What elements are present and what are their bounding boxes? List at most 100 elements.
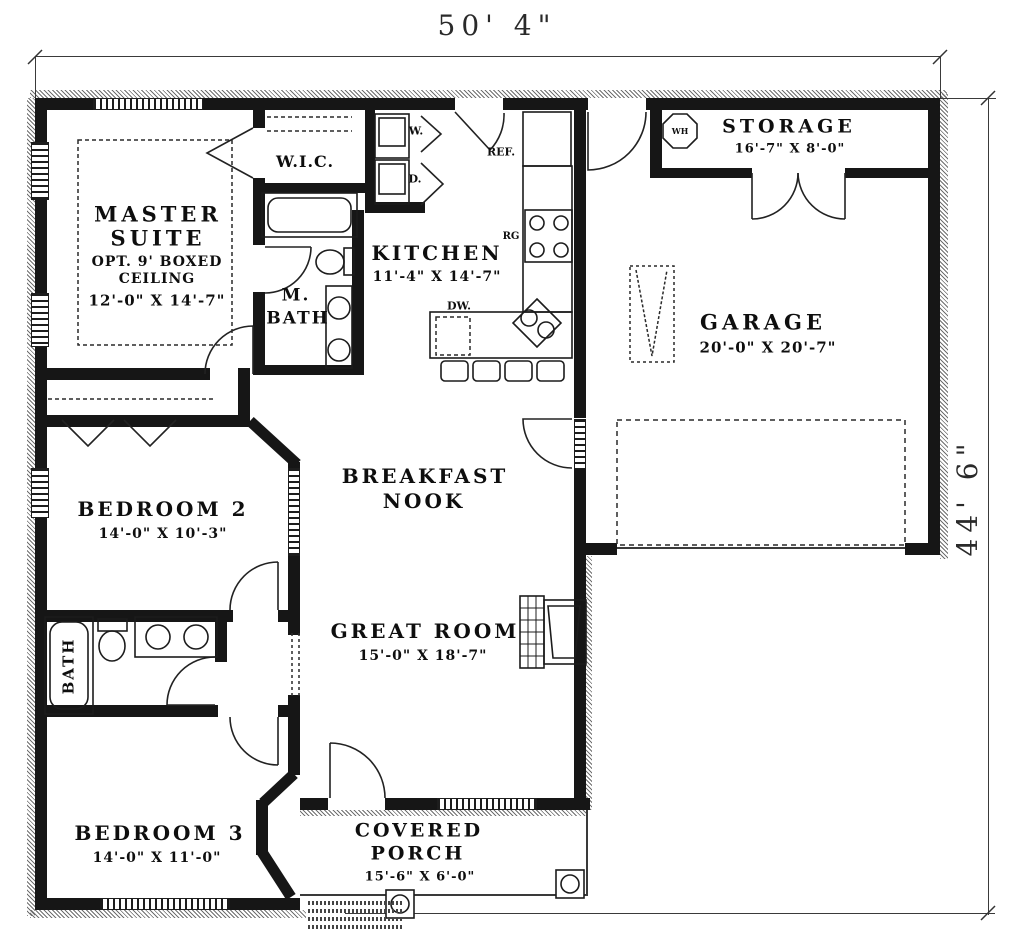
ext-line-right-bottom: [345, 913, 995, 914]
bedroom3-label: BEDROOM 3: [74, 821, 246, 845]
dryer-label: D.: [408, 172, 422, 186]
washer-label: W.: [408, 124, 424, 138]
refrigerator-label: REF.: [486, 145, 516, 159]
breakfast-nook-label-1: BREAKFAST: [341, 464, 509, 488]
burner-4: [553, 242, 569, 258]
window-bedroom2-left: [31, 468, 49, 518]
overall-width-dimension: 50' 4": [437, 9, 557, 42]
wall-house-garage-lower: [574, 468, 586, 810]
porch-column-2-shaft: [560, 874, 580, 894]
ext-line-top-right: [940, 56, 941, 98]
wall-storage-south-w: [650, 168, 752, 178]
ext-line-right-top: [940, 98, 996, 99]
hallbath-vanity: [134, 616, 218, 658]
wall-house-garage-upper: [574, 110, 586, 418]
window-master-left-2: [31, 293, 49, 347]
master-bath-label-1: M.: [281, 285, 311, 306]
dimension-ticks: [27, 49, 996, 921]
water-heater-label: WH: [671, 126, 689, 136]
storage-dims: 16'-7" X 8'-0": [734, 141, 846, 157]
wall-greatroom-south-b: [385, 798, 437, 810]
wall-bedroom3-east-lower: [256, 800, 268, 855]
garage-door-line: [617, 547, 905, 549]
hatch-top: [30, 90, 947, 98]
bar-stool-2: [472, 360, 501, 382]
wall-storage-west: [650, 110, 662, 178]
door-storage-left: [751, 172, 799, 220]
dishwasher-outline: [435, 316, 471, 356]
master-bath-label-2: BATH: [266, 308, 330, 329]
fireplace-firebox: [547, 605, 581, 659]
hatch-greatroom-south: [300, 810, 588, 816]
door-bedroom2: [229, 561, 279, 611]
bedroom3-dims: 14'-0" X 11'-0": [92, 850, 222, 866]
kitchen-dims: 11'-4" X 14'-7": [372, 269, 502, 285]
window-greatroom-south: [437, 798, 537, 810]
burner-3: [529, 242, 545, 258]
wall-bedroom3-diagonal-lower: [257, 849, 296, 900]
kitchen-label: KITCHEN: [371, 241, 503, 265]
wall-garage-east: [928, 98, 940, 555]
sink-basin-2: [537, 321, 555, 339]
great-room-dims: 15'-0" X 18'-7": [358, 648, 488, 664]
master-suite-note-2: CEILING: [118, 271, 196, 287]
hallbath-toilet-tank: [97, 618, 128, 632]
door-storage-right: [797, 172, 846, 220]
range: [524, 209, 573, 263]
kitchen-counter-east: [522, 165, 573, 313]
window-nook-west: [288, 468, 300, 556]
hatch-bottom-west: [30, 910, 306, 918]
wall-top-east: [646, 98, 940, 110]
burner-1: [529, 215, 545, 231]
wall-nook-diagonal: [246, 416, 301, 469]
wall-storage-south-e: [845, 168, 940, 178]
door-master-entry: [204, 325, 254, 375]
dryer-inner: [378, 163, 406, 195]
range-label: RG: [502, 231, 520, 242]
master-suite-dims: 12'-0" X 14'-7": [88, 291, 226, 310]
mbath-tub-inner: [267, 197, 352, 233]
porch-edge-south: [300, 894, 588, 896]
wall-wic-south: [253, 183, 365, 193]
door-washer-bifold: [420, 115, 443, 153]
wall-wic-laundry: [365, 110, 375, 213]
wall-mbath-east: [352, 210, 364, 375]
washer-inner: [378, 117, 406, 147]
refrigerator: [522, 111, 572, 167]
hallbath-tub-inner: [49, 621, 89, 710]
closet-bifold-right: [123, 419, 177, 448]
wall-bath-east: [215, 622, 227, 662]
door-garage-rear: [587, 111, 647, 171]
hatch-garage-east: [940, 94, 948, 559]
wall-bath-south-e: [278, 705, 300, 717]
attic-access-box: [629, 265, 675, 363]
wall-bedroom2-south-w: [35, 610, 233, 622]
sink-basin-1: [520, 309, 538, 327]
garage-door-header: [616, 419, 906, 546]
attic-access-v: [635, 269, 668, 357]
mbath-sink-2: [327, 338, 351, 362]
burner-2: [553, 215, 569, 231]
corner-sink: [511, 297, 563, 349]
fireplace-box: [543, 599, 587, 665]
dryer: [374, 159, 410, 205]
closet-bifold-left: [61, 419, 115, 448]
hallbath-sink-1: [145, 624, 171, 650]
overall-depth-dimension: 44' 6": [951, 437, 984, 557]
wall-closet-east: [238, 368, 250, 427]
hall-bath-label: BATH: [59, 637, 78, 695]
diagonal-walls: [246, 416, 301, 900]
master-suite-note-1: OPT. 9' BOXED: [91, 254, 223, 270]
hallbath-toilet-bowl: [98, 630, 126, 662]
garage-dims: 20'-0" X 20'-7": [699, 338, 837, 357]
wall-master-south: [35, 368, 210, 380]
door-wic-swing: [205, 127, 254, 179]
master-suite-label-1: MASTER: [94, 201, 222, 227]
master-tray-ceiling: [77, 139, 233, 346]
mbath-sink-1: [327, 296, 351, 320]
window-master-left-1: [31, 142, 49, 200]
bar-stool-1: [440, 360, 469, 382]
dim-line-top: [35, 56, 940, 57]
